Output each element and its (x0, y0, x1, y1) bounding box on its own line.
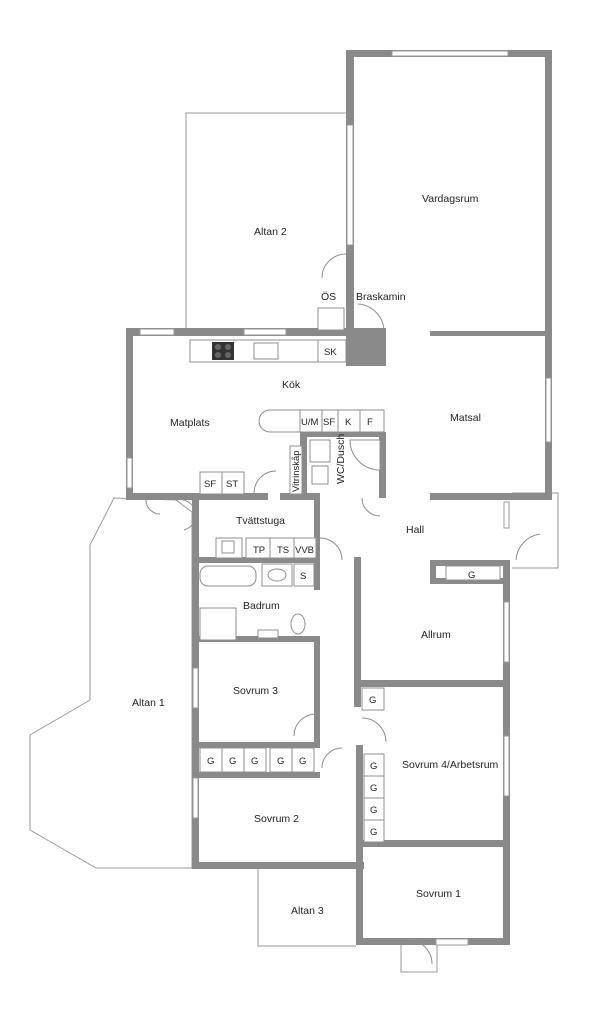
stove-icon (212, 342, 234, 360)
walls (126, 50, 552, 945)
label-vitrinskap: Vitrinskåp (291, 450, 302, 492)
room-wc-dusch: WC/Dusch (335, 434, 347, 484)
fixture-g-2: G (229, 756, 236, 767)
fixture-g-col-2: G (370, 783, 377, 794)
room-matsal: Matsal (450, 412, 481, 424)
room-sovrum4: Sovrum 4/Arbetsrum (402, 759, 499, 771)
fixture-g-1: G (207, 756, 214, 767)
room-matplats: Matplats (170, 417, 210, 429)
windows (126, 50, 552, 946)
fixture-g-col-3: G (370, 805, 377, 816)
fixture-g-3: G (251, 756, 258, 767)
room-altan3: Altan 3 (291, 905, 324, 917)
kitchen-sink-icon (253, 342, 279, 360)
fixture-s: S (300, 571, 306, 582)
room-vardagsrum: Vardagsrum (422, 193, 479, 205)
room-altan1: Altan 1 (132, 697, 165, 709)
fireplace-icon (317, 307, 345, 331)
altan-3-outline (257, 868, 356, 947)
laundry-row (215, 537, 317, 559)
fixture-g-col-4: G (370, 827, 377, 838)
altan-2-outline (185, 112, 348, 328)
shower-icon (349, 439, 381, 471)
room-sovrum1: Sovrum 1 (416, 888, 461, 900)
wardrobe-allrum (361, 687, 385, 711)
fixture-g-col-1: G (370, 761, 377, 772)
altan-1-outline (29, 497, 193, 869)
wardrobe-row (199, 747, 315, 773)
room-tvattstuga: Tvättstuga (236, 515, 285, 527)
entrance-steps-outline (512, 492, 559, 569)
fixture-sf: SF (204, 479, 216, 490)
fixture-um: U/M (301, 417, 319, 428)
fixture-sf-kitchen: SF (323, 417, 335, 428)
room-braskamin: Braskamin (356, 291, 406, 303)
wc-toilet-icon (311, 465, 329, 485)
room-sovrum2: Sovrum 2 (254, 813, 299, 825)
fixture-f: F (367, 417, 373, 428)
fixture-g-allrum: G (369, 695, 376, 706)
wc-sink-icon (309, 439, 331, 463)
bathroom-fixtures (199, 563, 315, 641)
bottom-steps-outline (400, 940, 438, 973)
kitchen-counter (189, 339, 347, 363)
fixture-k: K (345, 417, 352, 428)
wardrobe-column (363, 753, 385, 843)
room-kok: Kök (282, 379, 301, 391)
room-altan2: Altan 2 (254, 226, 287, 238)
fixture-vvb: VVB (295, 545, 314, 556)
fixture-sk: SK (324, 347, 337, 358)
fixture-tp: TP (253, 545, 265, 556)
fixture-g-5: G (299, 756, 306, 767)
room-hall: Hall (406, 524, 424, 536)
room-badrum: Badrum (243, 600, 280, 612)
fixture-ts: TS (277, 545, 289, 556)
vitrinskap (289, 445, 303, 495)
wardrobe-hall (445, 565, 501, 581)
label-os: ÖS (321, 291, 336, 303)
room-allrum: Allrum (421, 629, 451, 641)
kitchen-island (258, 409, 385, 433)
fixture-g-4: G (277, 756, 284, 767)
cabinet-st (221, 471, 245, 495)
fixture-g-hall: G (468, 570, 475, 581)
room-sovrum3: Sovrum 3 (233, 685, 278, 697)
doors (145, 253, 541, 965)
fixture-st: ST (226, 479, 238, 490)
